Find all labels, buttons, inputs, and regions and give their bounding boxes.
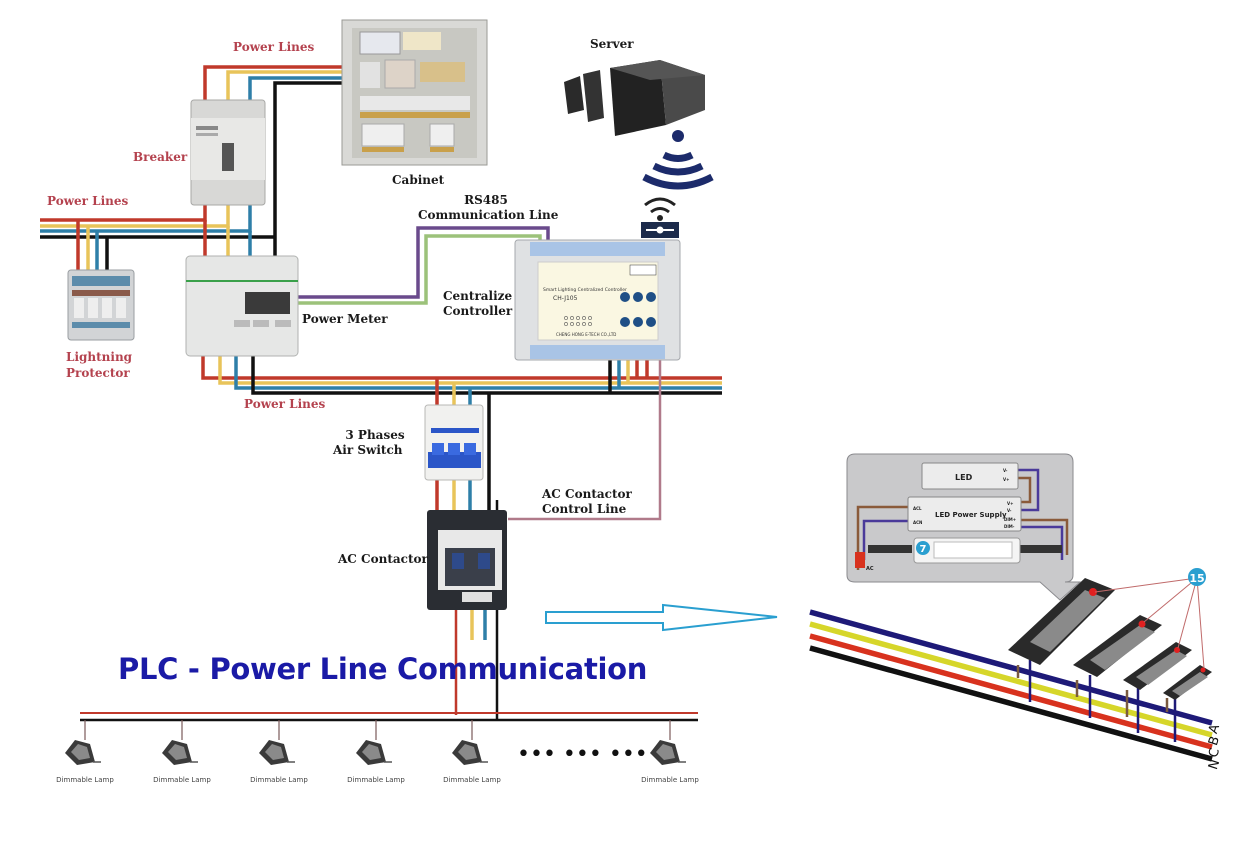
air-switch-label-1: 3 Phases	[345, 428, 405, 442]
dimmable-lamp-icon	[356, 720, 392, 765]
dimmable-lamp-icon	[65, 720, 101, 765]
arrow-right-icon	[545, 603, 778, 632]
controller-label-2: Controller	[443, 304, 513, 318]
controller-panel-title: Smart Lighting Centralized Controller	[543, 287, 627, 293]
rs485-label-2: Communication Line	[418, 208, 559, 222]
led-pin-vplus: V+	[1003, 477, 1009, 482]
plc-bus	[80, 712, 698, 722]
ps-pin-vplus: V+	[1007, 501, 1013, 506]
cabinet-label: Cabinet	[392, 173, 445, 187]
controller-button-off	[646, 317, 656, 327]
cabinet	[341, 19, 488, 166]
breaker	[190, 99, 266, 206]
lamps-row	[65, 720, 686, 765]
badge-lamps-count-text: 15	[1189, 572, 1204, 585]
dimmable-lamp-label: Dimmable Lamp	[56, 776, 114, 784]
centralize-controller: Smart Lighting Centralized Controller CH…	[514, 239, 681, 361]
controller-label-1: Centralize	[443, 289, 513, 303]
badge-driver-text: 7	[920, 544, 927, 555]
control-line-label-1: AC Contactor	[542, 487, 632, 501]
street-lamp-3	[1123, 642, 1192, 690]
led-pin-vminus: V-	[1003, 468, 1008, 473]
detail-callout: AC LED V- V+ LED Power Supply ACL ACN V+…	[846, 453, 1082, 601]
server-icon	[564, 60, 705, 136]
server-label: Server	[590, 37, 634, 51]
rs485-line	[298, 226, 550, 305]
street-lamp-2	[1073, 615, 1162, 677]
controller-button-25	[633, 317, 643, 327]
lightning-protector	[67, 269, 135, 341]
controller-model: CH-J105	[553, 295, 578, 302]
dimmable-lamp-label: Dimmable Lamp	[347, 776, 405, 784]
dimmable-lamp-label: Dimmable Lamp	[153, 776, 211, 784]
power-lines-label-top: Power Lines	[233, 40, 315, 54]
ac-contactor-control-line	[508, 360, 662, 521]
dimmable-lamp-icon	[452, 720, 488, 765]
lightning-protector-label-1: Lightning	[66, 350, 133, 364]
dimmable-lamp-icon	[259, 720, 295, 765]
left-power-lines	[40, 190, 275, 272]
air-switch	[424, 404, 484, 481]
control-line-label-2: Control Line	[542, 502, 627, 516]
dimmable-lamp-label: Dimmable Lamp	[250, 776, 308, 784]
controller-button-manual	[620, 292, 630, 302]
lower-power-lines	[201, 355, 722, 522]
controller-buttons	[620, 292, 656, 327]
ac-contactor	[427, 510, 507, 610]
dimmable-lamp-label: Dimmable Lamp	[443, 776, 501, 784]
ac-contactor-label: AC Contactor	[338, 552, 428, 566]
diagram-title: PLC - Power Line Communication	[118, 652, 648, 686]
led-box-label: LED	[955, 473, 973, 482]
street-lamp-4	[1163, 665, 1212, 700]
wifi-module-icon	[641, 197, 679, 238]
controller-leds	[564, 316, 592, 326]
controller-button-100	[633, 292, 643, 302]
ps-pin-dimplus: DIM+	[1004, 517, 1016, 522]
controller-button-50	[620, 317, 630, 327]
ps-pin-vminus: V-	[1007, 508, 1012, 513]
power-meter-label: Power Meter	[302, 312, 388, 326]
dimmable-lamp-icon	[162, 720, 198, 765]
dimmable-lamp-icon	[650, 720, 686, 765]
lamps-ellipsis: ••• ••• •••	[517, 742, 648, 767]
rs485-label-1: RS485	[464, 193, 508, 207]
dimmable-lamp-label: Dimmable Lamp	[641, 776, 699, 784]
detail-bus-cables	[809, 609, 1213, 762]
ps-pin-acl: ACL	[913, 506, 922, 511]
power-lines-label-left: Power Lines	[47, 194, 129, 208]
cabinet-to-breaker-wires	[203, 65, 343, 256]
street-lamp-1	[1008, 578, 1115, 665]
wifi-signal-icon	[642, 130, 714, 190]
power-lines-label-bottom: Power Lines	[244, 397, 326, 411]
lightning-protector-label-2: Protector	[66, 366, 130, 380]
ac-label: AC	[866, 566, 874, 572]
controller-button-75	[646, 292, 656, 302]
ps-pin-dimminus: DIM-	[1004, 524, 1015, 529]
badge-lamps-count	[1188, 568, 1206, 586]
ps-pin-acn: ACN	[913, 520, 922, 525]
detail-street-lamps: 15	[1008, 568, 1212, 742]
power-meter	[185, 255, 299, 357]
controller-maker: CHENG HONG E-TECH CO.,LTD	[556, 332, 616, 337]
breaker-label: Breaker	[133, 150, 188, 164]
air-switch-label-2: Air Switch	[333, 443, 403, 457]
badge-driver	[916, 541, 930, 555]
led-power-supply-label: LED Power Supply	[935, 511, 1007, 519]
